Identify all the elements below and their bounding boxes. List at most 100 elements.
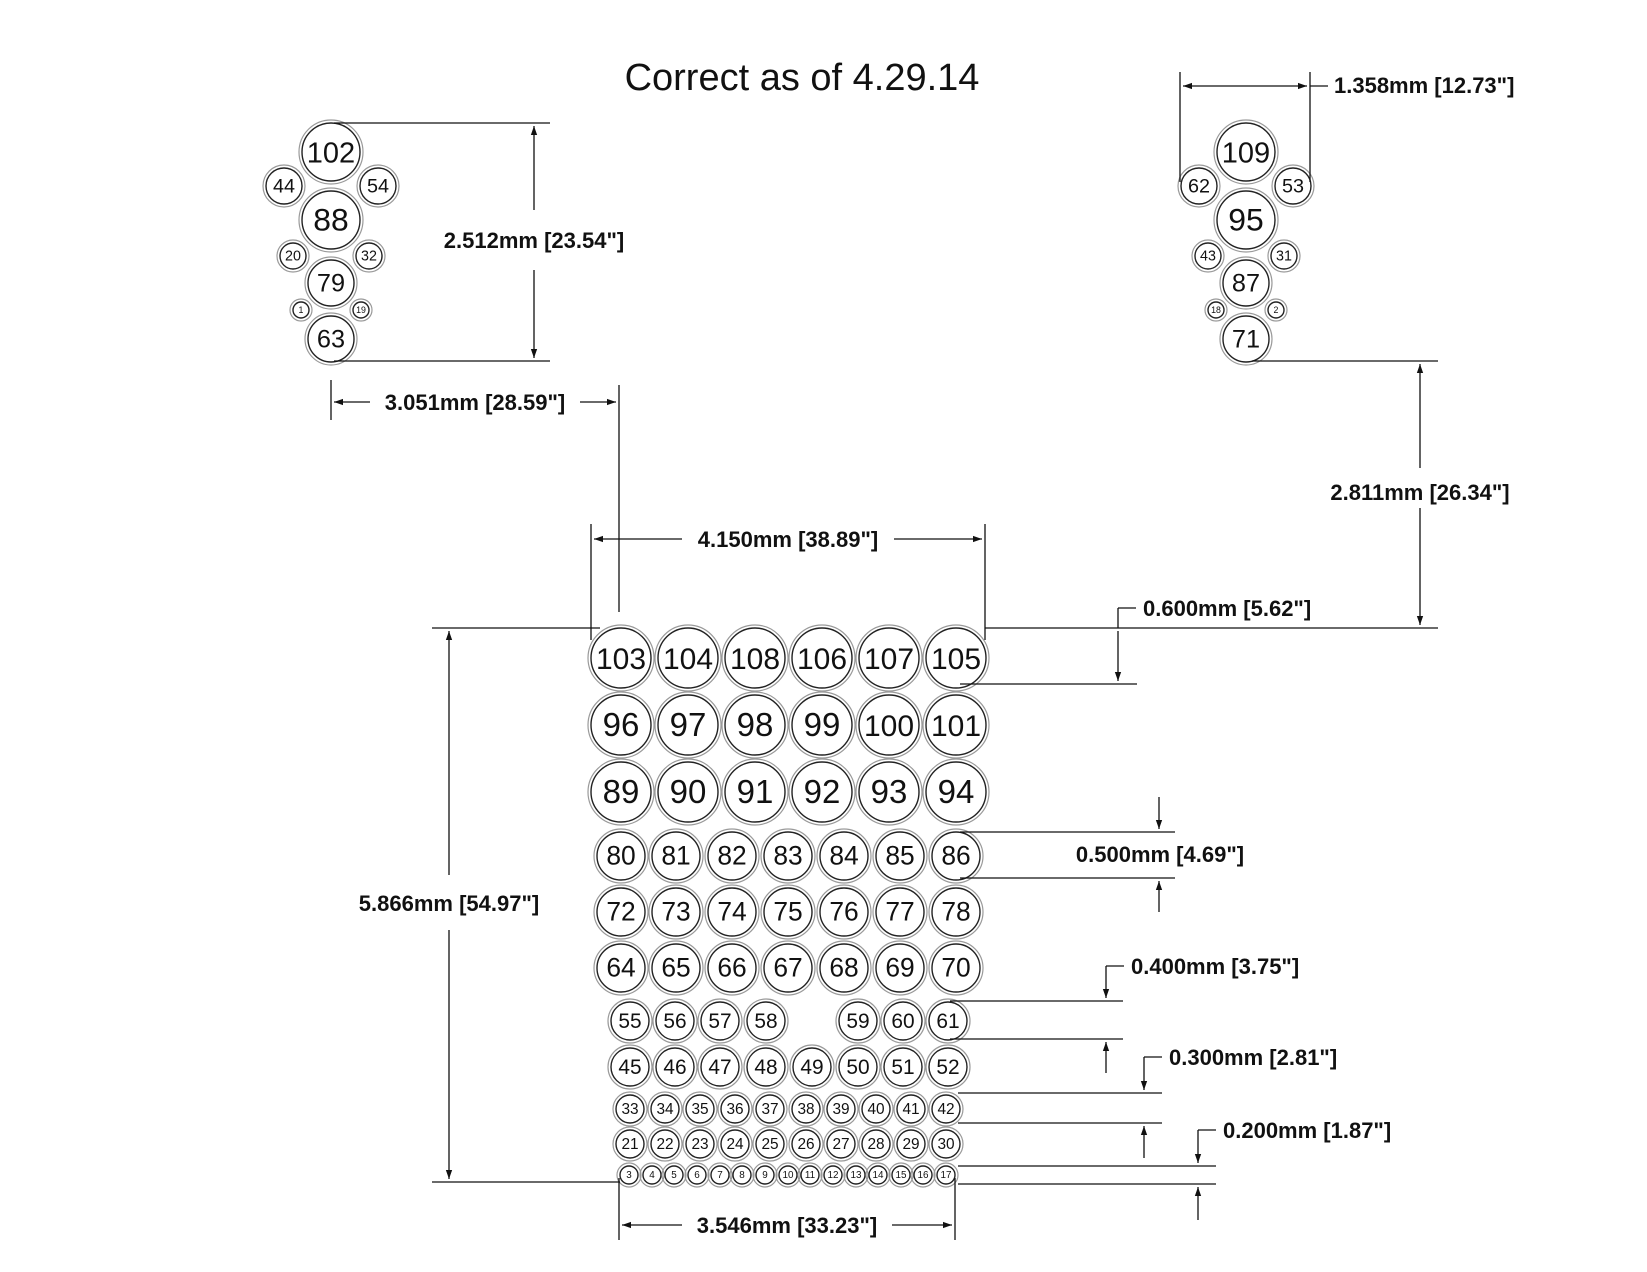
hole-3: 3	[616, 1162, 642, 1188]
hole-74: 74	[704, 884, 760, 940]
hole-number: 88	[313, 201, 348, 237]
hole-48: 48	[743, 1044, 789, 1090]
hole-96: 96	[587, 691, 655, 759]
dim-left-cluster-height: 2.512mm [23.54"]	[334, 122, 624, 362]
hole-97: 97	[654, 691, 722, 759]
hole-7: 7	[707, 1162, 733, 1188]
hole-102: 102	[298, 119, 364, 185]
hole-18: 18	[1204, 298, 1228, 322]
hole-105: 105	[922, 624, 990, 692]
dim-label-left-cluster-height: 2.512mm [23.54"]	[444, 228, 624, 253]
hole-number: 105	[931, 643, 981, 676]
hole-number: 33	[621, 1101, 638, 1118]
dim-label-grid-top-width: 4.150mm [38.89"]	[698, 527, 878, 552]
hole-72: 72	[593, 884, 649, 940]
hole-number: 82	[717, 841, 746, 871]
dim-grid-bottom-width: 3.546mm [33.23"]	[618, 1178, 956, 1240]
hole-number: 41	[902, 1101, 919, 1118]
dim-hole-0500: 0.500mm [4.69"]	[960, 797, 1244, 912]
hole-number: 28	[867, 1136, 884, 1153]
hole-number: 6	[694, 1170, 700, 1181]
hole-number: 79	[317, 269, 345, 297]
dim-right-cluster-offset: 2.811mm [26.34"]	[985, 360, 1510, 629]
hole-number: 55	[618, 1010, 641, 1033]
hole-number: 34	[656, 1101, 674, 1118]
hole-number: 46	[663, 1056, 686, 1079]
hole-number: 93	[871, 773, 908, 810]
hole-number: 16	[918, 1170, 929, 1181]
hole-70: 70	[928, 940, 984, 996]
hole-50: 50	[835, 1044, 881, 1090]
dim-grid-top-width: 4.150mm [38.89"]	[590, 524, 986, 640]
hole-number: 39	[832, 1101, 849, 1118]
hole-20: 20	[276, 239, 310, 273]
hole-number: 49	[800, 1056, 823, 1079]
hole-number: 17	[941, 1170, 952, 1181]
hole-47: 47	[697, 1044, 743, 1090]
hole-46: 46	[652, 1044, 698, 1090]
hole-number: 25	[761, 1136, 778, 1153]
hole-66: 66	[704, 940, 760, 996]
hole-30: 30	[928, 1126, 964, 1162]
hole-number: 98	[737, 706, 774, 743]
dim-hole-0300: 0.300mm [2.81"]	[958, 1045, 1337, 1158]
hole-13: 13	[843, 1162, 869, 1188]
hole-53: 53	[1271, 164, 1315, 208]
dim-right-cluster-width: 1.358mm [12.73"]	[1179, 72, 1514, 182]
dim-label-hole-0600: 0.600mm [5.62"]	[1143, 596, 1311, 621]
hole-90: 90	[654, 758, 722, 826]
hole-36: 36	[717, 1091, 753, 1127]
hole-number: 74	[717, 897, 746, 927]
dim-label-grid-bottom-width: 3.546mm [33.23"]	[697, 1213, 877, 1238]
hole-104: 104	[654, 624, 722, 692]
hole-69: 69	[872, 940, 928, 996]
hole-51: 51	[880, 1044, 926, 1090]
hole-108: 108	[721, 624, 789, 692]
hole-4: 4	[639, 1162, 665, 1188]
hole-52: 52	[925, 1044, 971, 1090]
hole-12: 12	[820, 1162, 846, 1188]
hole-number: 31	[1276, 249, 1292, 265]
hole-2: 2	[1264, 298, 1288, 322]
hole-number: 24	[726, 1136, 744, 1153]
hole-number: 11	[805, 1170, 816, 1181]
hole-number: 38	[797, 1101, 814, 1118]
hole-34: 34	[647, 1091, 683, 1127]
hole-93: 93	[855, 758, 923, 826]
hole-27: 27	[823, 1126, 859, 1162]
hole-5: 5	[661, 1162, 687, 1188]
hole-number: 26	[797, 1136, 814, 1153]
hole-33: 33	[612, 1091, 648, 1127]
hole-88: 88	[298, 187, 364, 253]
hole-number: 65	[661, 953, 690, 983]
hole-106: 106	[788, 624, 856, 692]
hole-number: 72	[606, 897, 635, 927]
hole-number: 48	[754, 1056, 777, 1079]
dim-hole-0400: 0.400mm [3.75"]	[950, 954, 1299, 1073]
hole-43: 43	[1191, 239, 1225, 273]
hole-67: 67	[760, 940, 816, 996]
hole-number: 13	[851, 1170, 862, 1181]
hole-number: 29	[902, 1136, 919, 1153]
hole-number: 71	[1232, 325, 1260, 353]
hole-95: 95	[1213, 187, 1279, 253]
hole-number: 2	[1274, 305, 1279, 315]
hole-55: 55	[607, 998, 653, 1044]
hole-60: 60	[880, 998, 926, 1044]
hole-63: 63	[304, 312, 358, 366]
hole-101: 101	[922, 691, 990, 759]
hole-37: 37	[752, 1091, 788, 1127]
hole-number: 67	[773, 953, 802, 983]
hole-99: 99	[788, 691, 856, 759]
hole-64: 64	[593, 940, 649, 996]
hole-26: 26	[788, 1126, 824, 1162]
hole-number: 60	[891, 1010, 914, 1033]
hole-number: 59	[846, 1010, 869, 1033]
hole-number: 21	[621, 1136, 638, 1153]
hole-23: 23	[682, 1126, 718, 1162]
dim-left-cluster-offset: 3.051mm [28.59"]	[330, 380, 620, 612]
hole-14: 14	[865, 1162, 891, 1188]
hole-107: 107	[855, 624, 923, 692]
hole-68: 68	[816, 940, 872, 996]
